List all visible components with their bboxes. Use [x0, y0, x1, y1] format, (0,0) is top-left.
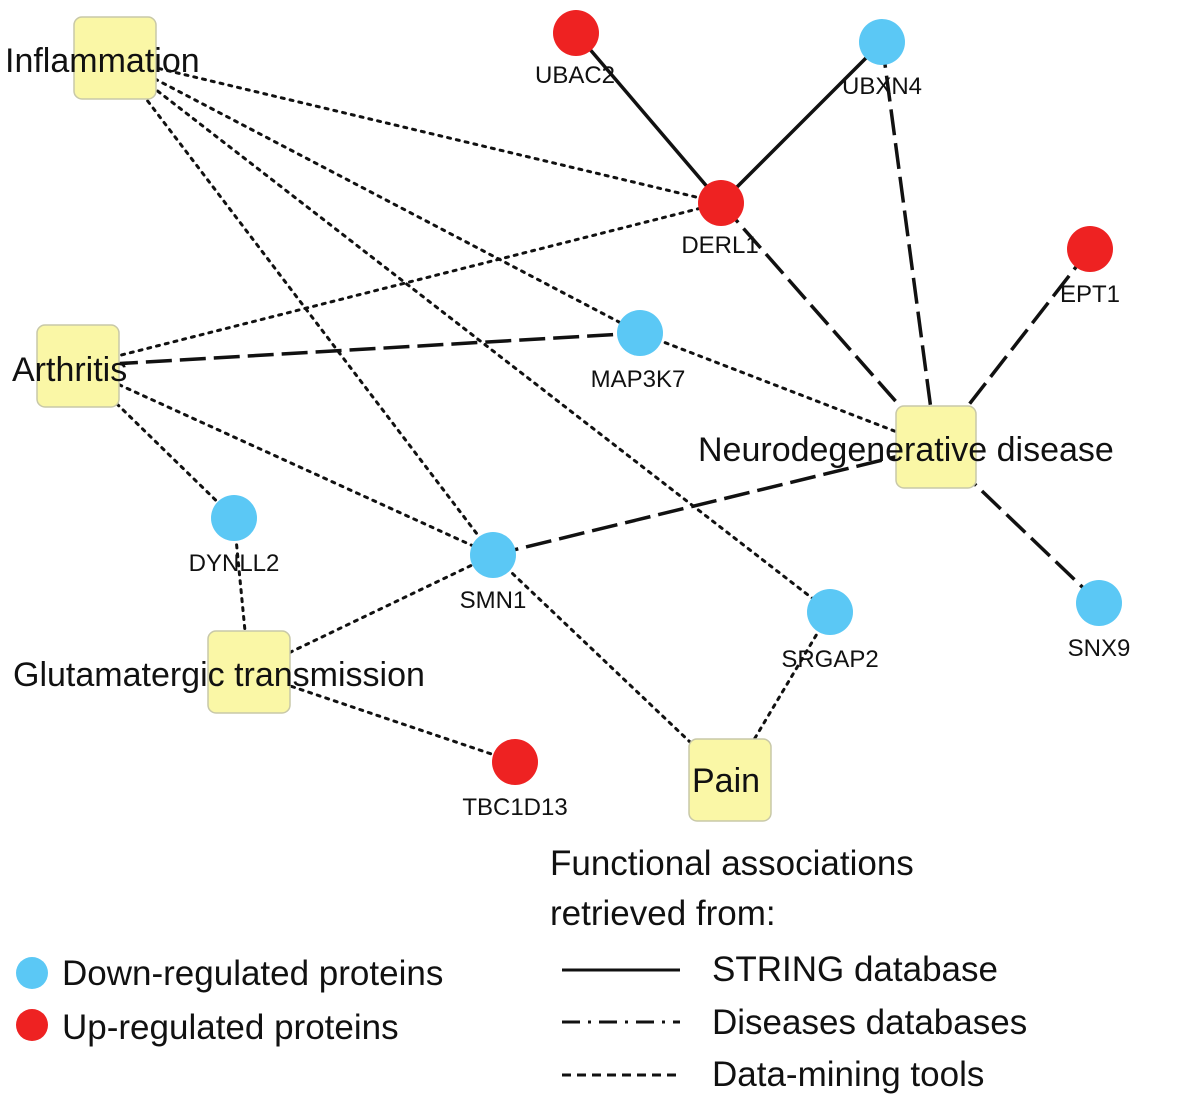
protein-node-ubxn4	[859, 19, 905, 65]
legend-up-regulated-label: Up-regulated proteins	[62, 1008, 399, 1047]
protein-node-derl1	[698, 180, 744, 226]
disease-node-neuro	[895, 405, 977, 489]
protein-node-map3k7	[617, 310, 663, 356]
disease-label-pain: Pain	[692, 762, 760, 800]
protein-label-ubxn4: UBXN4	[842, 73, 922, 100]
legend-down-regulated-label: Down-regulated proteins	[62, 954, 443, 993]
disease-label-neuro: Neurodegenerative disease	[698, 431, 1114, 469]
protein-label-dynll2: DYNLL2	[189, 550, 280, 577]
disease-node-arthritis	[36, 324, 120, 408]
protein-label-snx9: SNX9	[1068, 635, 1131, 662]
edge-smn1-neuro	[492, 445, 937, 557]
disease-node-glut	[207, 630, 291, 714]
disease-node-pain	[688, 738, 772, 822]
legend-up-regulated-marker	[16, 1009, 48, 1041]
legend-string-label: STRING database	[712, 950, 998, 989]
protein-node-dynll2	[211, 495, 257, 541]
edge-arthritis-derl1	[76, 201, 723, 368]
legend-title-line2: retrieved from:	[550, 894, 776, 933]
edge-ubxn4-derl1	[719, 40, 884, 205]
legend-datamining-label: Data-mining tools	[712, 1055, 984, 1094]
protein-label-smn1: SMN1	[460, 587, 527, 614]
edge-map3k7-neuro	[638, 331, 938, 449]
protein-label-tbc1d13: TBC1D13	[462, 794, 567, 821]
disease-node-inflammation	[73, 16, 157, 100]
disease-label-glut: Glutamatergic transmission	[13, 656, 425, 694]
edge-glut-tbc1d13	[247, 670, 517, 764]
protein-node-ubac2	[553, 10, 599, 56]
legend-title-line1: Functional associations	[550, 844, 914, 883]
edge-arthritis-smn1	[76, 364, 495, 557]
edge-derl1-neuro	[719, 201, 938, 449]
protein-node-tbc1d13	[492, 739, 538, 785]
protein-node-ept1	[1067, 226, 1113, 272]
disease-label-arthritis: Arthritis	[12, 351, 127, 389]
edge-inflammation-srgap2	[113, 56, 832, 614]
edge-inflammation-derl1	[113, 56, 723, 205]
protein-node-smn1	[470, 532, 516, 578]
protein-label-derl1: DERL1	[681, 232, 758, 259]
legend-diseases-label: Diseases databases	[712, 1003, 1027, 1042]
protein-node-srgap2	[807, 589, 853, 635]
protein-node-snx9	[1076, 580, 1122, 626]
disease-label-inflammation: Inflammation	[5, 42, 200, 80]
edge-inflammation-map3k7	[113, 56, 642, 335]
protein-label-ept1: EPT1	[1060, 281, 1120, 308]
edge-ubac2-derl1	[574, 31, 723, 205]
protein-label-srgap2: SRGAP2	[781, 646, 878, 673]
protein-label-map3k7: MAP3K7	[591, 366, 686, 393]
legend: Down-regulated proteins Up-regulated pro…	[16, 844, 1027, 1094]
edge-arthritis-map3k7	[77, 331, 641, 368]
protein-label-ubac2: UBAC2	[535, 62, 615, 89]
edge-ubxn4-neuro	[880, 41, 938, 448]
legend-down-regulated-marker	[16, 957, 48, 989]
